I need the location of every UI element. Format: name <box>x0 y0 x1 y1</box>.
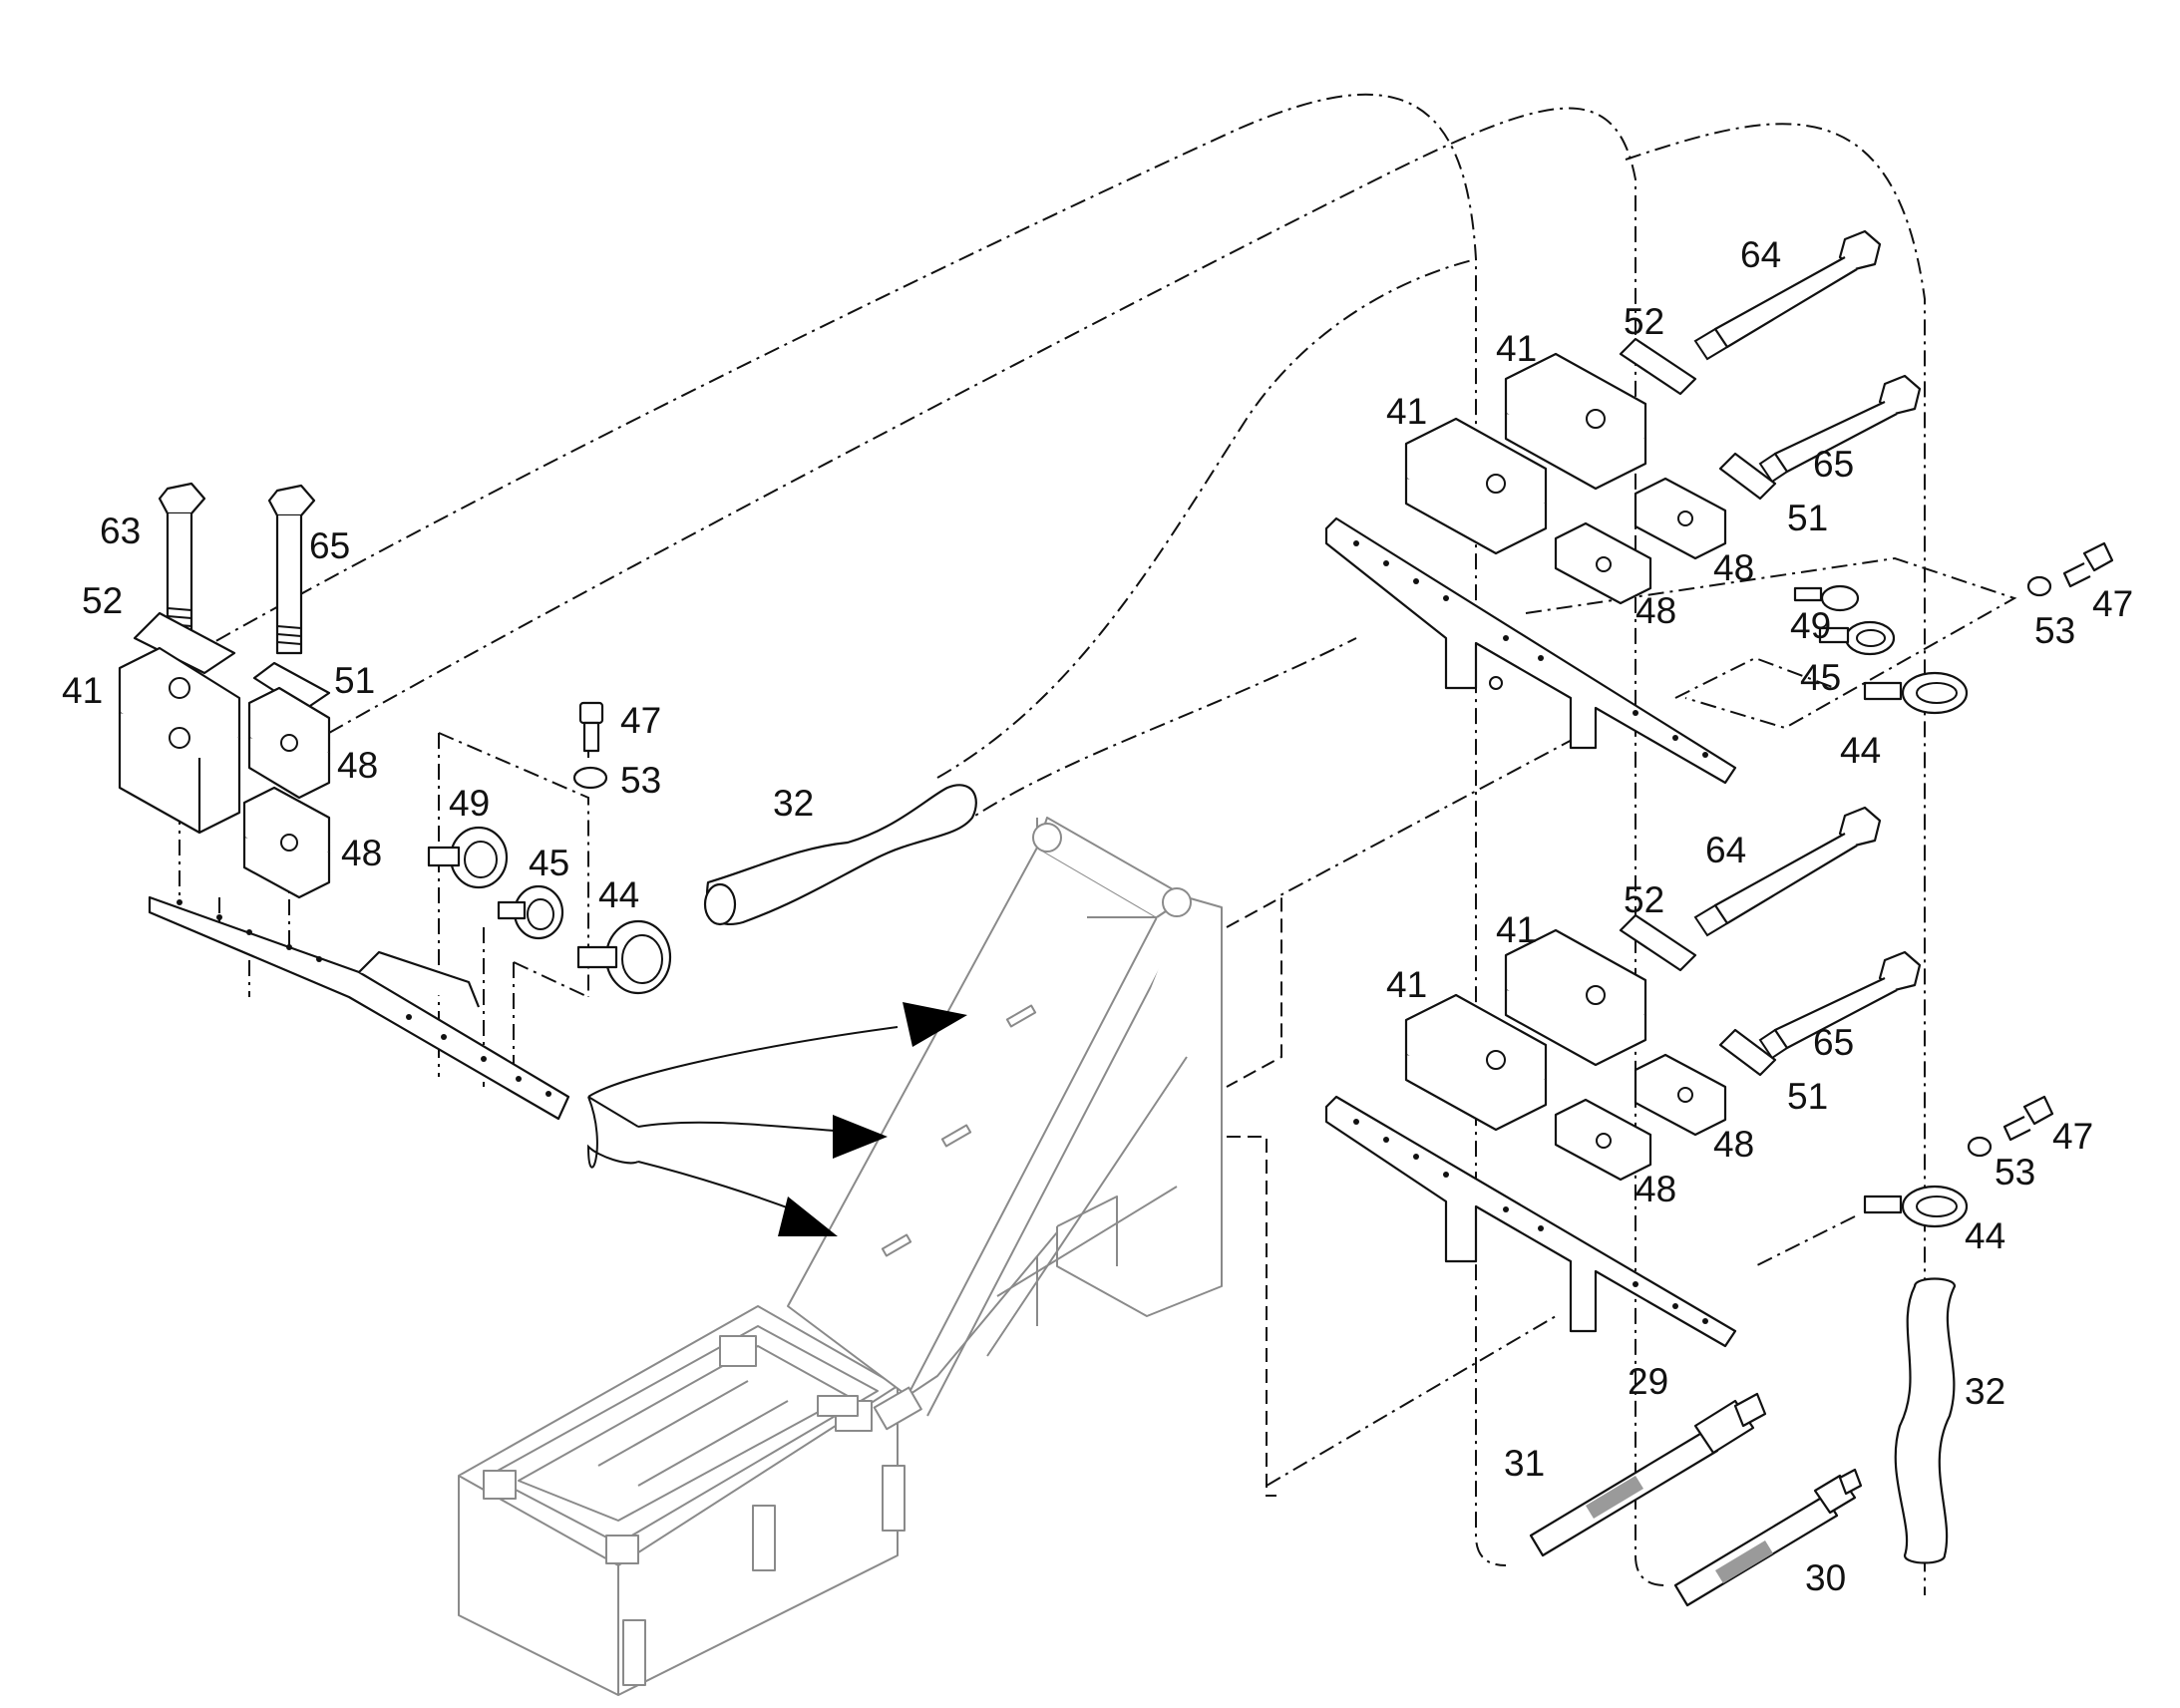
plate-51-upper <box>1718 452 1777 501</box>
plate-52-upper <box>1619 337 1697 396</box>
callout-31: 31 <box>1504 1443 1545 1484</box>
attachment-arrows <box>586 1002 967 1236</box>
clip-49-upper <box>1793 584 1860 612</box>
bolt-64-lower <box>1693 806 1882 937</box>
clamp-41-upper-back <box>1504 352 1647 491</box>
callout-41-lower-back: 41 <box>1496 909 1537 950</box>
callout-48-lower-a: 48 <box>1713 1124 1754 1165</box>
washer-53-upper <box>2026 575 2052 597</box>
hose-fitting-29-31 <box>1529 1392 1767 1557</box>
callout-48-upper-b: 48 <box>1635 590 1676 631</box>
hose-32-right <box>1894 1277 1957 1564</box>
right-upper-cluster <box>1324 229 2114 785</box>
left-bracket-cluster <box>118 482 977 1121</box>
callout-44-upper: 44 <box>1840 730 1881 771</box>
clamp-41-lower-back <box>1504 928 1647 1067</box>
callout-49-left: 49 <box>449 783 490 824</box>
callout-51-left: 51 <box>334 660 375 701</box>
callout-44-left: 44 <box>598 874 639 915</box>
right-lower-cluster <box>1324 806 2054 1607</box>
callout-41-left: 41 <box>62 670 103 711</box>
bolt-65-lower <box>1758 950 1922 1060</box>
callout-30: 30 <box>1805 1557 1846 1598</box>
frame-link-lines <box>1226 556 2017 1497</box>
washer-53-left <box>572 766 608 790</box>
callout-labels: 63 65 52 41 51 48 48 47 53 49 45 44 32 6… <box>62 234 2133 1598</box>
screw-47-upper <box>2062 541 2114 588</box>
callout-65-left: 65 <box>309 525 350 566</box>
clip-44-lower <box>1863 1185 1969 1228</box>
screw-47-left <box>578 701 604 753</box>
bolt-63 <box>158 482 206 640</box>
clamp-48-upper-b <box>1554 521 1652 605</box>
callout-47-upper: 47 <box>2092 583 2133 624</box>
mounting-plate-upper <box>1324 516 1737 785</box>
mounting-plate <box>148 895 570 1121</box>
clip-44-upper <box>1863 671 1969 715</box>
plate-51-lower <box>1718 1028 1777 1077</box>
callout-32-right: 32 <box>1965 1371 2005 1412</box>
callout-47-lower: 47 <box>2052 1116 2093 1157</box>
clamp-48-left-upper <box>247 686 331 800</box>
callout-47-left: 47 <box>620 700 661 741</box>
clamp-41-upper-front <box>1404 417 1548 555</box>
callout-41-upper-back: 41 <box>1496 328 1537 369</box>
clip-45-left <box>497 884 564 940</box>
callout-41-upper-front: 41 <box>1386 391 1427 432</box>
clamp-41-lower-front <box>1404 993 1548 1132</box>
callout-53-upper: 53 <box>2034 610 2075 651</box>
clamp-48-upper-a <box>1634 477 1727 560</box>
clamp-48-lower-a <box>1634 1053 1727 1137</box>
callout-52-upper: 52 <box>1624 301 1664 342</box>
callout-65-lower: 65 <box>1813 1022 1854 1063</box>
clamp-48-left-lower <box>242 786 331 899</box>
hose-fitting-30 <box>1673 1468 1863 1607</box>
callout-29: 29 <box>1628 1361 1668 1402</box>
callout-48-left-a: 48 <box>337 745 378 786</box>
callout-53-left: 53 <box>620 760 661 801</box>
callout-32-left: 32 <box>773 783 814 824</box>
callout-44-lower: 44 <box>1965 1215 2005 1256</box>
bolt-64-upper <box>1693 229 1882 361</box>
screw-47-lower <box>2002 1095 2054 1142</box>
callout-45-upper: 45 <box>1800 657 1841 698</box>
callout-52-left: 52 <box>82 580 123 621</box>
bolt-65-upper <box>1758 374 1922 484</box>
callout-65-upper: 65 <box>1813 444 1854 485</box>
callout-48-left-b: 48 <box>341 833 382 873</box>
conveyor-machine <box>458 817 1223 1696</box>
clip-49-left <box>427 826 509 889</box>
callout-41-lower-front: 41 <box>1386 964 1427 1005</box>
callout-48-lower-b: 48 <box>1635 1169 1676 1209</box>
callout-51-upper: 51 <box>1787 498 1828 538</box>
callout-49-upper: 49 <box>1790 605 1831 646</box>
bolt-65-left <box>267 484 316 655</box>
plate-52-lower <box>1619 913 1697 972</box>
callout-63: 63 <box>100 511 141 551</box>
clip-44-left <box>576 919 672 995</box>
callout-48-upper-a: 48 <box>1713 547 1754 588</box>
callout-45-left: 45 <box>529 843 569 883</box>
hose-32-left <box>705 784 977 925</box>
callout-52-lower: 52 <box>1624 879 1664 920</box>
clip-45-upper <box>1818 620 1896 656</box>
callout-53-lower: 53 <box>1995 1152 2035 1193</box>
clamp-48-lower-b <box>1554 1098 1652 1182</box>
hose-routing-lines <box>188 93 1926 1595</box>
washer-53-lower <box>1967 1136 1993 1158</box>
callout-64-lower: 64 <box>1705 830 1746 870</box>
callout-64-upper: 64 <box>1740 234 1781 275</box>
clamp-41-left <box>118 646 241 835</box>
callout-51-lower: 51 <box>1787 1076 1828 1117</box>
